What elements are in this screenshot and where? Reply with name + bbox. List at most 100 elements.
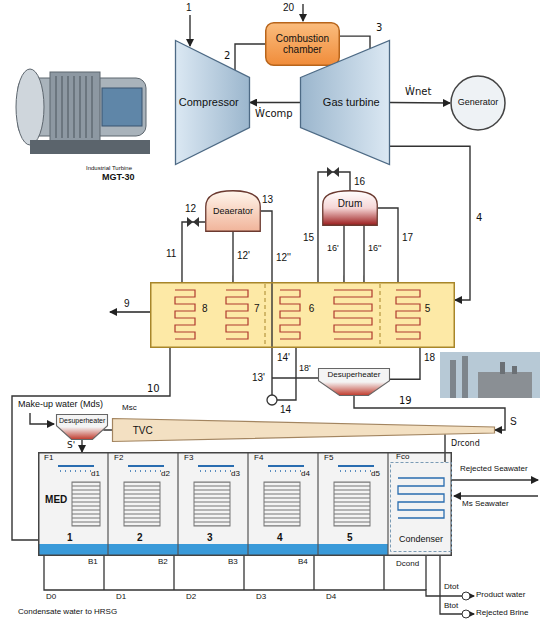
stream-label: 3 [207, 532, 213, 543]
turbine-illustration [74, 76, 75, 138]
stream-label: Rejected Seawater [460, 465, 528, 474]
med-unit [264, 482, 300, 526]
med-unit [177, 452, 178, 556]
turbine-illustration [92, 76, 93, 138]
med-unit [440, 556, 474, 614]
stream-label: 13' [252, 372, 265, 383]
pipe-branch [30, 413, 54, 424]
hrsg-section [175, 290, 420, 339]
node-label: Deaerator [213, 207, 253, 217]
exhaust-arrow [110, 312, 150, 313]
med-unit [60, 470, 372, 472]
stream-label: Make-up water (Mds) [18, 400, 103, 410]
med-unit [107, 452, 108, 556]
stream-label: Ẇnet [404, 86, 432, 97]
stream-label: B1 [88, 558, 98, 567]
med-unit [198, 465, 234, 467]
med-unit [462, 592, 470, 600]
node-label: Desuperheater [59, 417, 105, 425]
med-unit [452, 479, 538, 480]
hrsg-section [334, 290, 372, 339]
plant-photo [440, 352, 540, 398]
turbine-illustration [68, 76, 69, 138]
stream-label: Industrial Turbine [86, 165, 132, 172]
exhaust-arrow [110, 311, 150, 312]
stream-label: 1 [186, 2, 192, 13]
turbine-illustration [102, 88, 142, 126]
med-unit [398, 478, 444, 518]
med-unit [60, 470, 92, 472]
pipe-line [363, 226, 364, 282]
node-shape [112, 418, 495, 442]
med-unit [268, 465, 304, 467]
thermo-compressor: TVC [112, 418, 495, 442]
med-unit [58, 465, 94, 467]
stream-label: 4 [277, 532, 283, 543]
pump-symbol [267, 395, 277, 405]
hrsg-section [280, 290, 300, 339]
valve-symbol [333, 167, 339, 177]
hrsg-box: 8765 [150, 282, 455, 348]
stream-label: Msc [122, 404, 137, 413]
stream-label: MGT-30 [102, 173, 135, 183]
med-unit [462, 610, 470, 618]
pipe-line [444, 434, 445, 462]
stream-label: 16' [327, 244, 339, 254]
stream-label: 9 [124, 298, 130, 309]
pipe-line [318, 172, 350, 282]
med-unit [39, 544, 388, 555]
pipe-line [232, 232, 233, 282]
pipe-line [250, 102, 300, 103]
med-unit [247, 452, 248, 556]
med-unit [128, 465, 164, 467]
hrsg-section [396, 290, 420, 339]
med-unit [124, 482, 160, 526]
pipe-line [390, 146, 470, 300]
inlet-arrow [302, 4, 303, 21]
stream-label: F3 [184, 454, 193, 463]
stream-label: 13 [262, 194, 273, 205]
combustion-chamber: Combustion chamber [265, 22, 340, 66]
turbine-illustration [80, 76, 81, 138]
node-label: Condenser [399, 535, 443, 545]
stream-label: d2 [161, 470, 170, 479]
stream-label: S' [66, 441, 76, 451]
stream-label: B3 [228, 558, 238, 567]
med-unit [270, 470, 302, 472]
pipe-line [235, 44, 265, 70]
valve-symbol [193, 217, 199, 227]
stream-label: 18 [424, 352, 435, 363]
turbine-illustration [56, 76, 57, 138]
stream-label: 20 [283, 2, 294, 13]
med-unit [425, 556, 426, 590]
med-unit [173, 556, 174, 590]
pipe-line [343, 226, 344, 282]
stream-label: Condensate water to HRSG [18, 608, 117, 617]
node-label: Combustion chamber [268, 33, 337, 55]
stream-label: 4 [475, 212, 483, 223]
node-label: MED [45, 494, 67, 505]
node-label: 6 [309, 303, 315, 314]
stream-label: F1 [44, 454, 53, 463]
node-label: TVC [133, 425, 153, 436]
node-label: Desuperheater [328, 371, 381, 380]
node-label: Generator [458, 98, 499, 108]
med-unit [72, 482, 100, 526]
pipe-line [182, 222, 205, 282]
pipe-line [340, 36, 370, 49]
med-unit [72, 482, 370, 526]
pipe-line [12, 348, 170, 540]
stream-label: D4 [326, 593, 336, 602]
deaerator-tank: Deaerator [205, 190, 261, 232]
med-unit [103, 556, 104, 590]
stream-label: D1 [116, 593, 126, 602]
med-unit: MED Condenser [38, 452, 452, 556]
hrsg-section [226, 290, 248, 339]
turbine-illustration [86, 76, 87, 138]
pipe-line [390, 102, 450, 104]
hrsg-section [175, 290, 195, 339]
plant-photo [440, 352, 540, 398]
stream-label: 16 [354, 176, 365, 187]
med-unit [387, 452, 388, 556]
